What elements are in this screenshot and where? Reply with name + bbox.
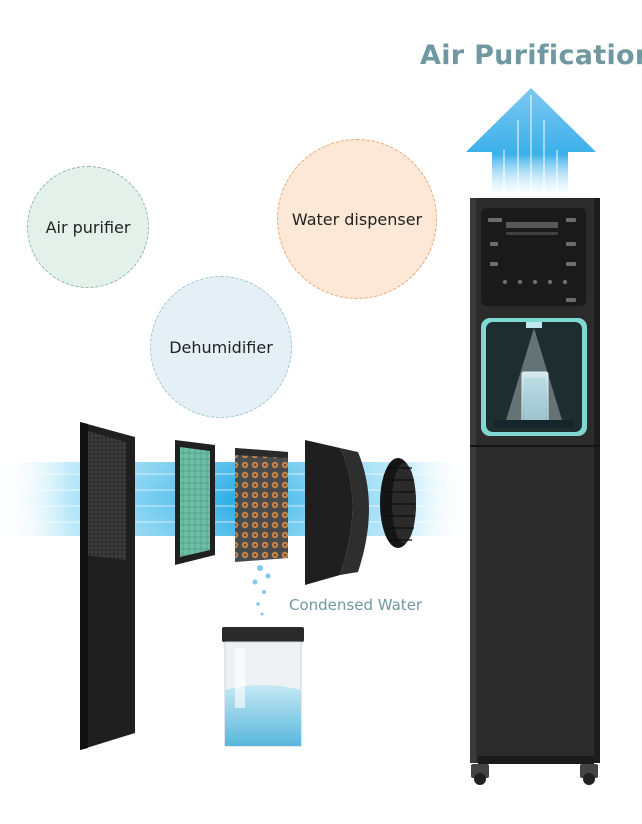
control-panel — [481, 208, 586, 306]
condenser-coil — [235, 448, 288, 562]
water-drops — [252, 565, 271, 616]
feature-bubble-water-dispenser: Water dispenser — [277, 139, 437, 299]
hepa-filter — [175, 440, 215, 565]
feature-bubble-dehumidifier: Dehumidifier — [150, 276, 292, 418]
feature-label-water-dispenser: Water dispenser — [291, 209, 423, 229]
fan-housing — [305, 440, 369, 585]
water-tank — [222, 627, 304, 747]
air-outflow-arrow-icon — [466, 88, 596, 198]
feature-bubble-air-purifier: Air purifier — [27, 166, 149, 288]
condensed-water-label: Condensed Water — [289, 596, 423, 614]
dispenser-alcove — [481, 318, 587, 436]
page-title: Air Purification — [420, 40, 642, 71]
feature-label-air-purifier: Air purifier — [45, 217, 131, 237]
fan-impeller — [380, 458, 416, 548]
rear-panel — [80, 422, 135, 750]
casters — [471, 764, 598, 785]
feature-label-dehumidifier: Dehumidifier — [169, 337, 273, 357]
